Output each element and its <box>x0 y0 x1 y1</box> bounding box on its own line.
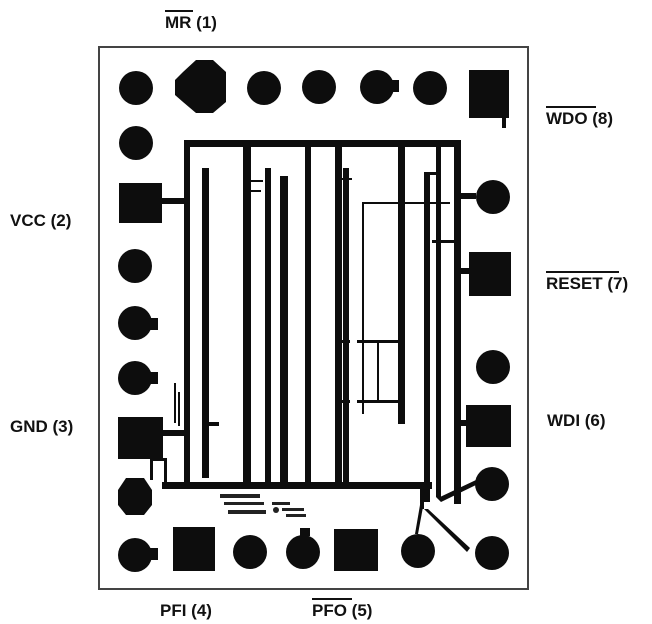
pin-labels: MR (1) VCC (2) GND (3) PFI (4) PFO (5) W… <box>10 10 628 620</box>
bond-pad <box>233 535 267 569</box>
pin-label-wdo: WDO (8) <box>546 109 613 128</box>
trace <box>162 198 184 204</box>
trace <box>454 140 461 504</box>
bond-pad <box>118 249 152 283</box>
bond-pad <box>475 467 509 501</box>
bond-pad <box>118 538 152 572</box>
bond-pad <box>118 306 152 340</box>
trace <box>150 458 164 461</box>
pin-label-gnd: GND (3) <box>10 417 73 436</box>
bond-pad-wdi <box>466 405 511 447</box>
bond-pad-tab <box>149 372 158 384</box>
trace <box>415 505 423 534</box>
trace <box>251 190 261 192</box>
bond-pad-vcc <box>119 183 162 223</box>
trace <box>362 202 450 204</box>
pin-label-vcc: VCC (2) <box>10 211 71 230</box>
bond-pad <box>286 535 320 569</box>
trace <box>150 458 153 480</box>
bond-pad-tab <box>390 80 399 92</box>
trace <box>420 489 424 509</box>
trace <box>209 422 219 426</box>
bond-pad <box>118 478 152 515</box>
bond-pad-wdo-trace <box>502 110 506 128</box>
bond-pad-reset <box>469 252 511 296</box>
trace <box>163 430 184 436</box>
trace <box>424 172 430 502</box>
trace <box>424 509 470 552</box>
bond-pad <box>302 70 336 104</box>
bond-pad <box>475 536 509 570</box>
bond-pad <box>119 71 153 105</box>
bond-pad <box>118 361 152 395</box>
trace <box>342 178 352 180</box>
bond-pad-pfi <box>173 527 215 571</box>
bond-pad <box>247 71 281 105</box>
bond-pad-tab <box>149 548 158 560</box>
trace <box>174 383 176 423</box>
bond-pads <box>118 60 511 572</box>
trace <box>305 147 311 484</box>
die-outline <box>98 46 529 590</box>
trace <box>398 147 405 424</box>
bond-pad <box>476 180 510 214</box>
trace <box>243 147 251 484</box>
bond-pad-gnd <box>118 417 163 459</box>
bond-pad-pfo <box>334 529 378 571</box>
trace <box>343 168 349 484</box>
trace <box>335 147 342 484</box>
pin-label-mr: MR (1) <box>165 13 217 32</box>
trace <box>162 482 432 489</box>
pin-label-pfo: PFO (5) <box>312 601 372 620</box>
trace <box>202 168 209 478</box>
trace <box>461 268 469 274</box>
metal-traces <box>150 140 478 552</box>
bond-pad <box>476 350 510 384</box>
bond-pad <box>413 71 447 105</box>
pin-label-reset: RESET (7) <box>546 274 628 293</box>
trace <box>342 340 350 343</box>
trace <box>357 400 398 403</box>
trace <box>184 140 461 147</box>
trace <box>461 420 466 426</box>
trace <box>436 147 441 497</box>
bond-pad <box>360 70 394 104</box>
trace <box>280 176 288 484</box>
die-marking <box>220 494 306 517</box>
bond-pad-tab <box>149 318 158 330</box>
pin-label-pfi: PFI (4) <box>160 601 212 620</box>
trace <box>377 343 379 400</box>
bond-pad <box>119 126 153 160</box>
trace <box>357 340 398 343</box>
pin-label-wdi: WDI (6) <box>547 411 606 430</box>
bond-pad <box>401 534 435 568</box>
trace <box>424 172 440 175</box>
trace <box>362 202 364 414</box>
bond-pad-mr <box>175 60 226 113</box>
trace <box>342 400 350 403</box>
trace <box>432 240 458 243</box>
bond-pad-tab <box>300 528 310 536</box>
trace <box>461 193 476 199</box>
trace <box>251 180 263 182</box>
trace <box>178 392 180 426</box>
trace <box>436 480 478 502</box>
trace <box>184 140 190 484</box>
trace <box>164 458 167 484</box>
trace <box>265 168 271 484</box>
